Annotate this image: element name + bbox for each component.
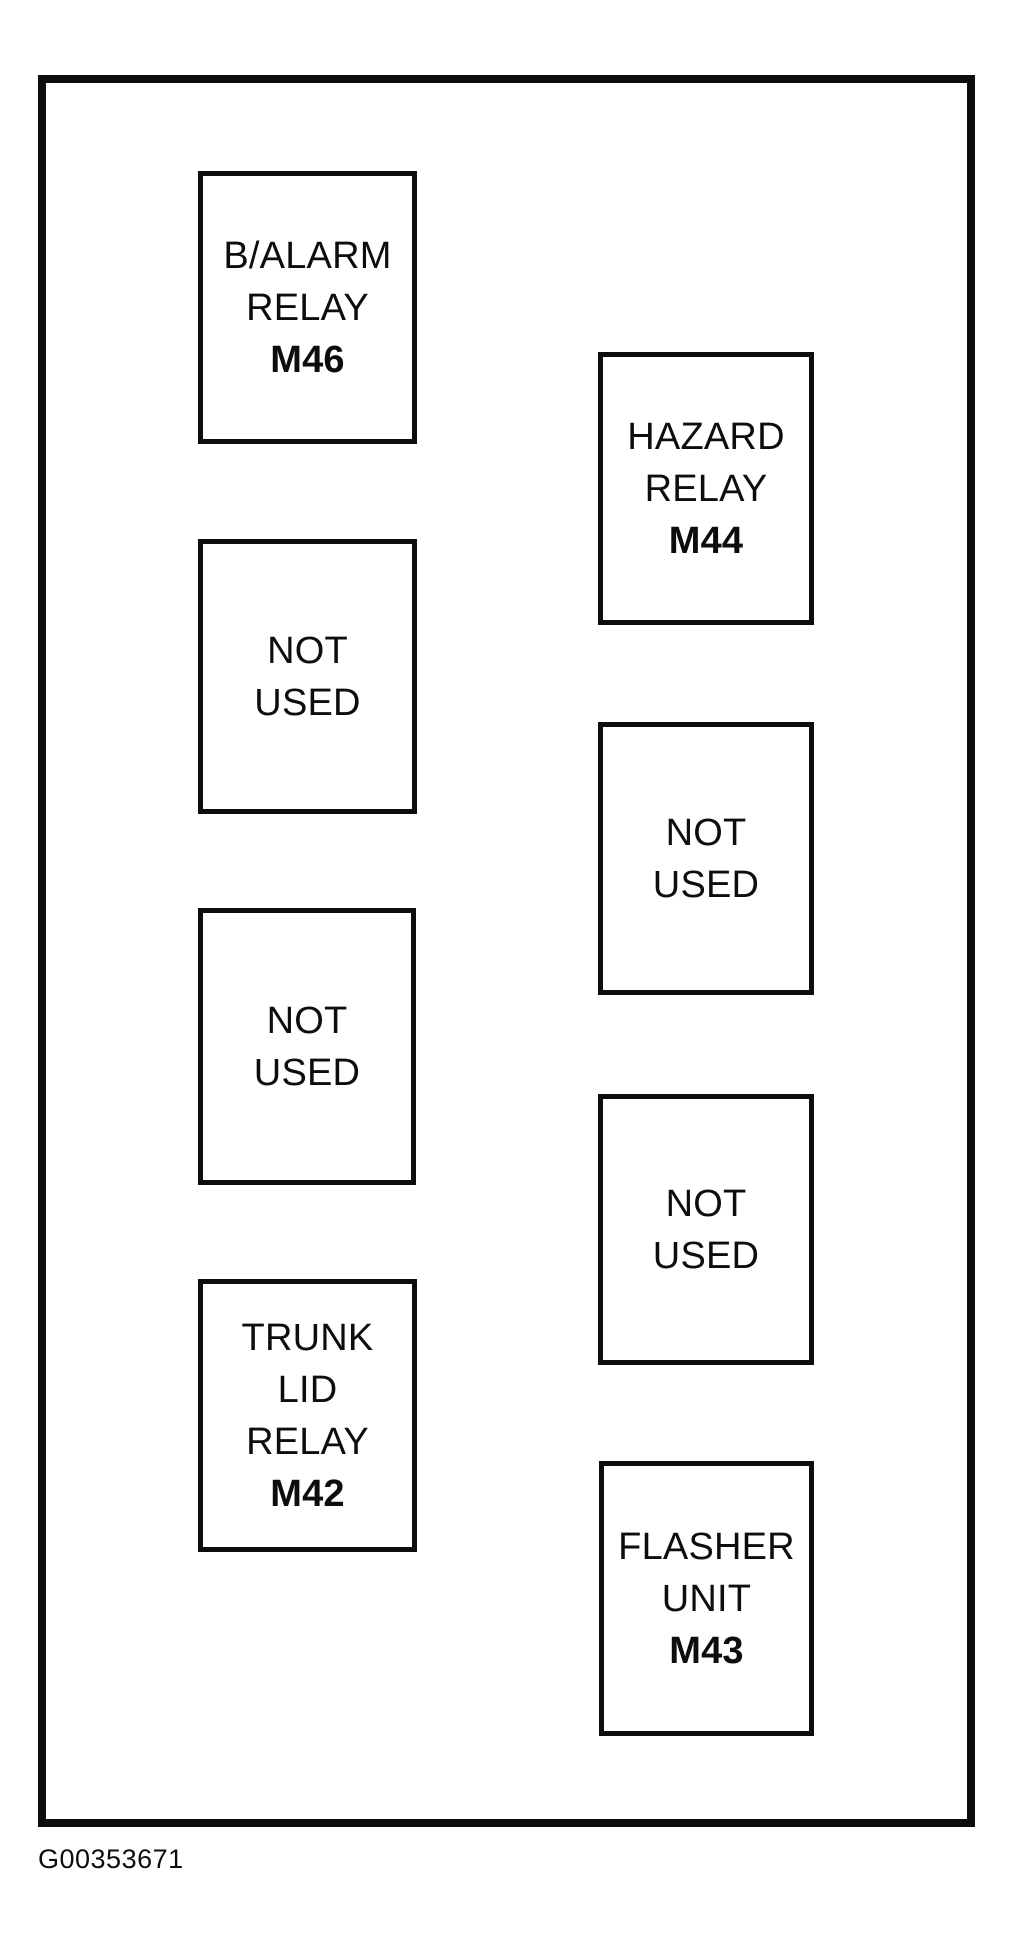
figure-code-label: G00353671: [38, 1844, 184, 1874]
relay-box-label-line: LID: [277, 1368, 338, 1411]
relay-box-label-line: NOT: [266, 999, 348, 1042]
relay-box-label-line: RELAY: [246, 1420, 369, 1463]
relay-box-not-used-right-1: NOT USED: [598, 722, 814, 995]
relay-box-not-used-left-1: NOT USED: [198, 539, 417, 814]
relay-box-not-used-right-2: NOT USED: [598, 1094, 814, 1365]
relay-box-label-line: TRUNK: [241, 1316, 374, 1359]
relay-box-trunk-lid: TRUNK LID RELAY M42: [198, 1279, 417, 1552]
relay-box-code: M44: [668, 519, 744, 562]
relay-box-label-line: NOT: [665, 811, 747, 854]
relay-box-label-line: HAZARD: [627, 415, 785, 458]
relay-box-label-line: B/ALARM: [223, 234, 392, 277]
relay-box-hazard: HAZARD RELAY M44: [598, 352, 814, 625]
relay-box-outline: [38, 75, 975, 1827]
relay-box-label-line: UNIT: [661, 1577, 752, 1620]
relay-box-label-line: USED: [652, 863, 760, 906]
relay-box-label-line: USED: [253, 1051, 361, 1094]
relay-box-label-line: NOT: [665, 1182, 747, 1225]
relay-box-b-alarm: B/ALARM RELAY M46: [198, 171, 417, 444]
relay-box-code: M42: [270, 1472, 345, 1515]
relay-box-label-line: RELAY: [246, 286, 369, 329]
relay-box-label-line: USED: [254, 681, 361, 724]
relay-box-label-line: RELAY: [644, 467, 768, 510]
relay-box-label-line: USED: [652, 1234, 760, 1277]
relay-box-label-line: NOT: [267, 629, 348, 672]
relay-box-not-used-left-2: NOT USED: [198, 908, 416, 1185]
relay-box-code: M43: [669, 1629, 744, 1672]
relay-box-label-line: FLASHER: [618, 1525, 795, 1568]
relay-box-code: M46: [270, 338, 345, 381]
relay-box-flasher-unit: FLASHER UNIT M43: [599, 1461, 814, 1736]
